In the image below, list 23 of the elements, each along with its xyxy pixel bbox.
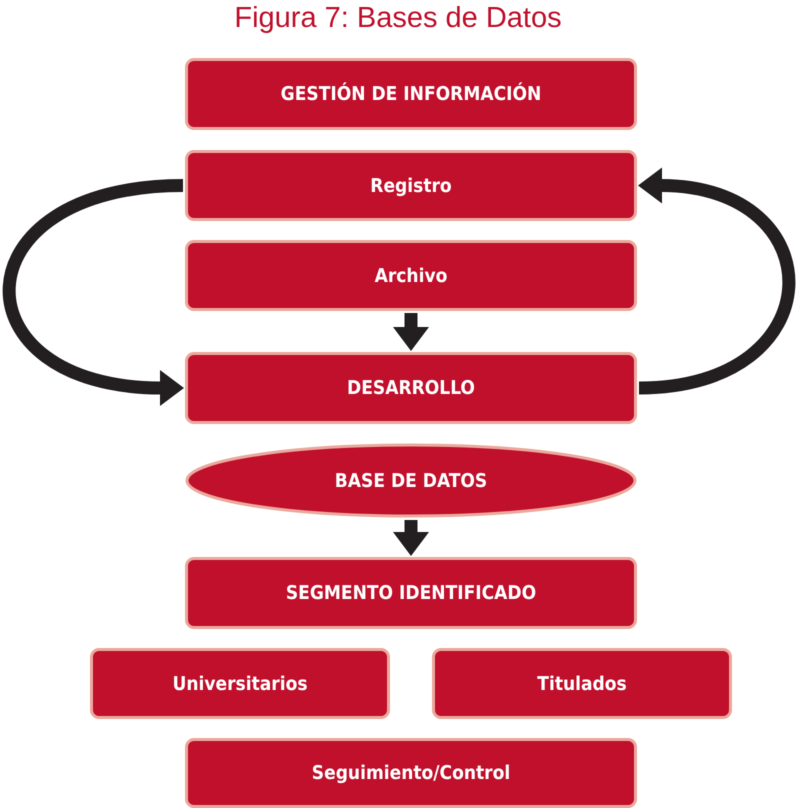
box-label: Universitarios	[172, 672, 308, 694]
database-ellipse	[185, 443, 637, 518]
box-label: Registro	[370, 174, 452, 196]
box-label: DESARROLLO	[347, 377, 475, 399]
box-label: Archivo	[374, 264, 448, 286]
process-box	[432, 648, 732, 719]
arrow	[393, 313, 429, 351]
arrow	[3, 179, 184, 406]
process-box	[185, 150, 637, 221]
heading-box	[185, 58, 637, 130]
process-box	[185, 738, 637, 808]
process-box	[90, 648, 390, 719]
arrow	[393, 520, 429, 556]
box-label: SEGMENTO IDENTIFICADO	[286, 582, 536, 604]
box-label: Seguimiento/Control	[312, 762, 510, 784]
arrow	[638, 168, 796, 394]
process-box	[185, 557, 637, 629]
box-label: Titulados	[537, 672, 627, 694]
process-box	[185, 352, 637, 424]
box-label: GESTIÓN DE INFORMACIÓN	[280, 83, 542, 105]
box-label: BASE DE DATOS	[334, 470, 488, 492]
process-box	[185, 240, 637, 311]
diagram-title: Figura 7: Bases de Datos	[234, 2, 562, 35]
